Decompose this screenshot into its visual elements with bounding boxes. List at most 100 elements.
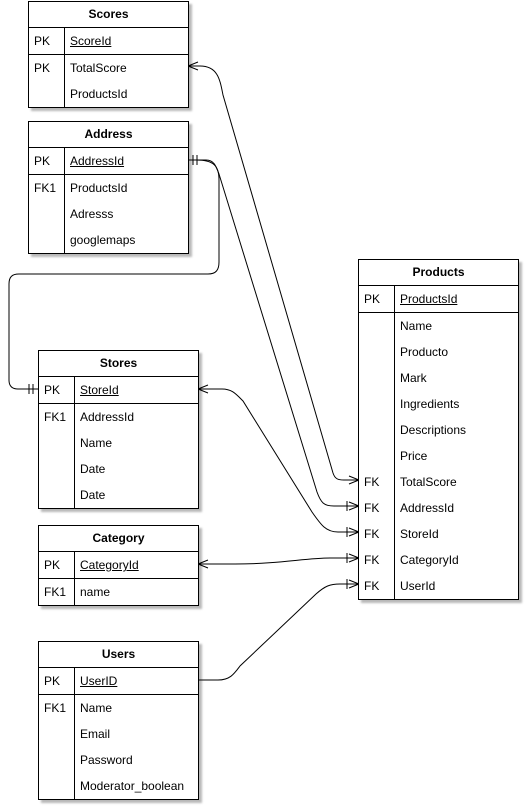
relationship-stores-products-line [198,388,359,533]
field-row: FK StoreId [359,521,518,547]
relationship-category-products-line [198,557,359,565]
field-name: Name [400,319,433,333]
entity-stores[interactable]: Stores PK StoreId FK1 AddressId Name Dat… [38,350,199,509]
primary-key-row: PK AddressId [29,148,188,175]
field-name: StoreId [400,527,439,541]
key-label [359,339,395,365]
key-label: PK [39,668,75,694]
scores-end-many-icon [186,61,199,71]
key-label: PK [29,55,65,81]
field-row: Producto [359,339,518,365]
field-name: UserId [400,579,436,593]
entity-title: Products [359,260,518,286]
field-row: Password [39,747,198,773]
entity-products[interactable]: Products PK ProductsId Name Producto Mar… [358,259,519,600]
primary-key-row: PK CategoryId [39,552,198,579]
key-label: PK [29,28,65,54]
field-name: Producto [400,345,449,359]
field-name: CategoryId [400,553,459,567]
key-label [359,443,395,469]
field-name: CategoryId [80,558,139,572]
field-name: ProductsId [400,292,458,306]
field-name: UserID [80,674,118,688]
key-label: FK [359,521,395,547]
entity-address[interactable]: Address PK AddressId FK1 ProductsId Adre… [28,121,189,254]
field-name: Date [80,488,106,502]
field-name: Mark [400,371,427,385]
primary-key-row: PK StoreId [39,377,198,404]
field-row: FK1 name [39,579,198,605]
field-name: TotalScore [70,61,127,75]
field-name: Email [80,727,111,741]
field-name: Descriptions [400,423,467,437]
field-name: Name [80,701,113,715]
field-name: TotalScore [400,475,457,489]
field-name: AddressId [400,501,455,515]
key-label [359,313,395,339]
entity-category[interactable]: Category PK CategoryId FK1 name [38,525,199,606]
field-name: ProductsId [70,181,128,195]
field-name: Date [80,462,106,476]
key-label [39,430,75,456]
key-label: FK [359,469,395,495]
field-name: StoreId [80,383,119,397]
field-name: Password [80,753,133,767]
field-row: FK UserId [359,573,518,599]
relationship-address-stores-line [8,159,220,390]
key-label [359,365,395,391]
field-row: FK1 Name [39,695,198,721]
field-row: FK TotalScore [359,469,518,495]
field-name: ProductsId [70,87,128,101]
field-row: PK TotalScore [29,55,188,81]
entity-users[interactable]: Users PK UserID FK1 Name Email Password … [38,641,199,800]
key-label: FK [359,547,395,573]
relationship-users-products-line [198,583,359,681]
entity-scores[interactable]: Scores PK ScoreId PK TotalScore Products… [28,1,189,108]
entity-title: Stores [39,351,198,377]
key-label: FK1 [39,695,75,721]
key-label: PK [39,377,75,403]
field-row: Mark [359,365,518,391]
field-row: Date [39,456,198,482]
key-label: PK [29,148,65,174]
field-name: AddressId [70,154,125,168]
field-row: Moderator_boolean [39,773,198,799]
field-row: Name [39,430,198,456]
stores-end-many-icon [196,384,209,394]
field-row: Ingredients [359,391,518,417]
key-label [39,773,75,799]
field-name: Adresss [70,207,114,221]
field-row: FK CategoryId [359,547,518,573]
key-label [29,227,65,253]
key-label [29,81,65,107]
key-label: PK [39,552,75,578]
field-name: AddressId [80,410,135,424]
category-end-many-icon [196,559,209,569]
field-name: googlemaps [70,233,136,247]
stores-end-one-only-icon [28,384,34,394]
field-name: ScoreId [70,34,112,48]
field-name: name [80,585,111,599]
primary-key-row: PK ProductsId [359,286,518,313]
key-label: FK1 [39,404,75,430]
primary-key-row: PK ScoreId [29,28,188,55]
relationship-scores-products-line [188,65,359,481]
key-label [39,747,75,773]
relationship-address-products-line [188,159,359,507]
field-row: FK1 ProductsId [29,175,188,201]
entity-title: Category [39,526,198,552]
field-row: googlemaps [29,227,188,253]
key-label: FK [359,573,395,599]
field-name: Price [400,449,428,463]
field-row: Name [359,313,518,339]
field-row: FK1 AddressId [39,404,198,430]
key-label [39,482,75,508]
entity-title: Scores [29,2,188,28]
field-name: Moderator_boolean [80,779,185,793]
field-name: Name [80,436,113,450]
field-row: Email [39,721,198,747]
field-name: Ingredients [400,397,460,411]
field-row: ProductsId [29,81,188,107]
field-row: Descriptions [359,417,518,443]
